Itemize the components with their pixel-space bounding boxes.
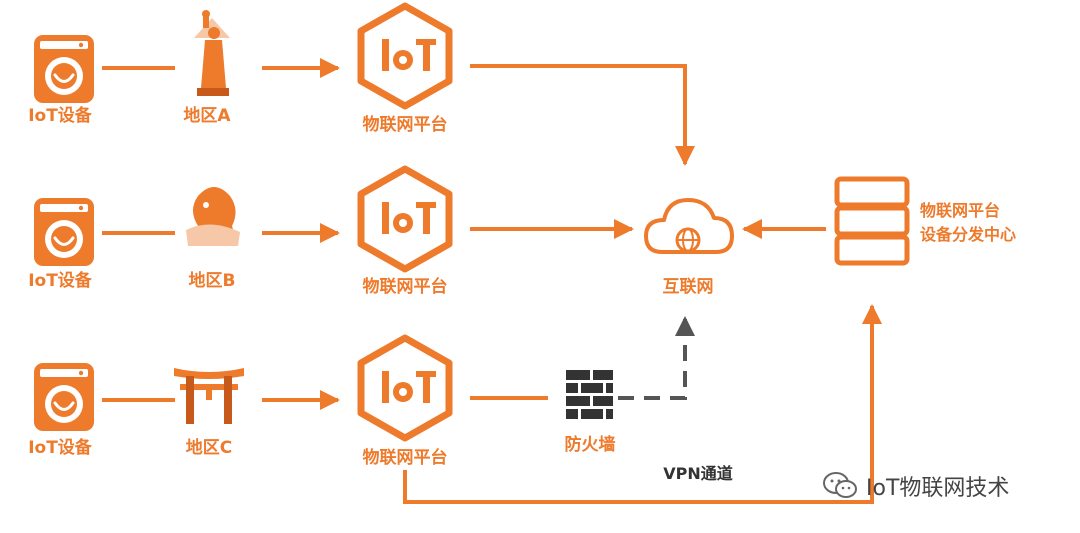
platform-a-to-internet-arrow — [470, 64, 695, 166]
region-label-c: 地区C — [185, 438, 233, 458]
firewall-icon — [566, 370, 613, 419]
merlion-icon — [186, 187, 240, 246]
server-rack-icon — [837, 179, 907, 263]
dispatch-center-label: 物联网平台 设备分发中心 — [920, 199, 1016, 247]
iot-platform-logo-icon — [361, 338, 449, 438]
internet-label: 互联网 — [662, 277, 714, 297]
region-label-b: 地区B — [188, 271, 236, 291]
vpn-label: VPN通道 — [663, 464, 733, 483]
dispatch-center-line1: 物联网平台 — [920, 201, 1001, 220]
platform-label-b: 物联网平台 — [362, 277, 448, 297]
device-label-a: IoT设备 — [28, 106, 92, 126]
platform-label-c: 物联网平台 — [362, 448, 448, 468]
iot-platform-logo-icon — [361, 169, 449, 269]
watermark-text: IoT物联网技术 — [866, 476, 1010, 501]
washing-machine-icon — [32, 33, 96, 105]
dispatch-center-line2: 设备分发中心 — [920, 225, 1017, 244]
device-label-b: IoT设备 — [28, 271, 92, 291]
watermark: IoT物联网技术 — [822, 470, 1009, 502]
device-label-c: IoT设备 — [28, 438, 92, 458]
region-label-a: 地区A — [183, 106, 231, 126]
statue-of-liberty-icon — [194, 10, 230, 96]
washing-machine-icon — [32, 196, 96, 268]
firewall-label: 防火墙 — [564, 435, 616, 455]
torii-gate-icon — [174, 368, 244, 424]
iot-platform-logo-icon — [361, 6, 449, 106]
platform-label-a: 物联网平台 — [362, 115, 448, 135]
firewall-to-internet-dashed-arrow — [618, 316, 695, 400]
washing-machine-icon — [32, 361, 96, 433]
vpn-tunnel-arrow — [403, 304, 882, 504]
cloud-globe-icon — [644, 198, 734, 254]
wechat-icon — [823, 472, 857, 498]
